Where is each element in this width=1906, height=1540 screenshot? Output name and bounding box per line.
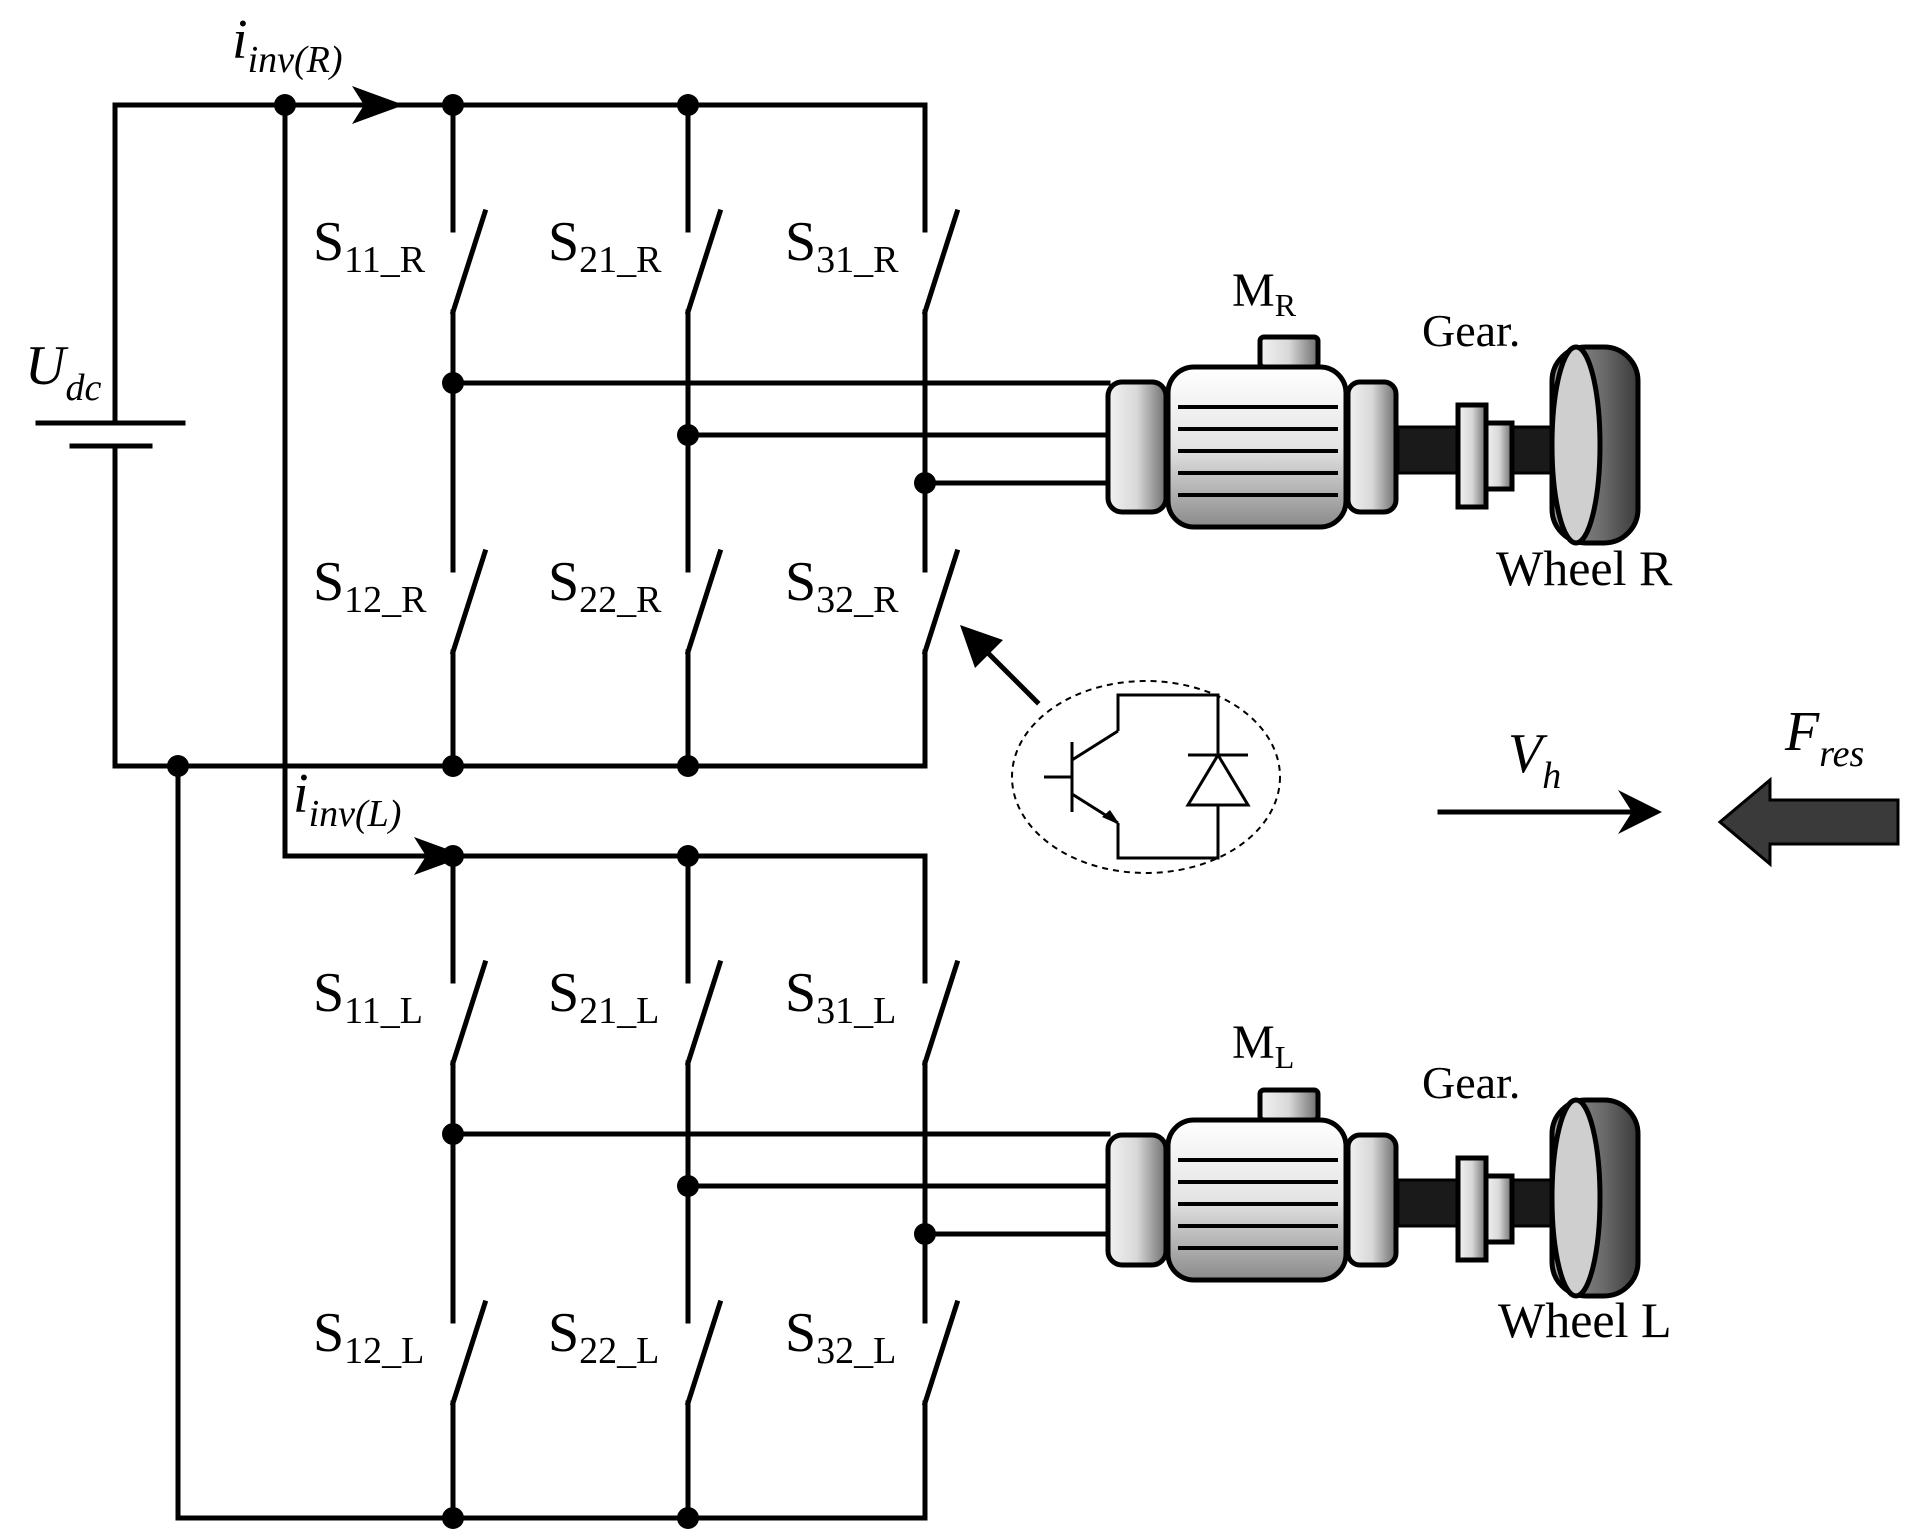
junction-dot (442, 372, 464, 394)
switch-blade-lower (684, 1299, 724, 1407)
wheel-left-label: Wheel L (1498, 1292, 1672, 1348)
motor-left-label: ML (1232, 1016, 1294, 1075)
switch-label: S11_R (313, 211, 426, 281)
switch-label: S32_R (785, 551, 899, 621)
dc-voltage-label: Udc (25, 335, 101, 409)
motor-right-label: MR (1232, 264, 1297, 323)
junction-dot (442, 1507, 464, 1529)
current-left-label: iinv(L) (293, 763, 401, 835)
junction-dot (677, 1507, 699, 1529)
speed-label: Vh (1508, 723, 1561, 797)
switch-label: S12_R (313, 551, 427, 621)
junction-dot (442, 755, 464, 777)
junction-dot (914, 472, 936, 494)
switch-label: S22_L (548, 1302, 659, 1372)
switch-blade-upper (449, 208, 489, 316)
current-arrow-left (282, 837, 466, 875)
switch-label: S22_R (548, 551, 662, 621)
switch-label: S31_L (785, 962, 896, 1032)
switch-blade-upper (449, 959, 489, 1067)
dc-source (35, 94, 928, 1521)
switch-blade-lower (449, 1299, 489, 1407)
switch-blade-lower (684, 548, 724, 656)
junction-dot (677, 755, 699, 777)
resistance-force-arrow (1717, 776, 1900, 868)
switch-label: S12_L (313, 1302, 424, 1372)
switch-blade-lower (449, 548, 489, 656)
switch-blade-upper (921, 959, 961, 1067)
inverter-right: S11_R S12_R S21_R S22_R S31_R S32_R (313, 94, 1111, 777)
junction-dot (677, 424, 699, 446)
switch-label: S32_L (785, 1302, 896, 1372)
switch-blade-lower (921, 1299, 961, 1407)
inverter-left: S11_L S12_L S21_L S22_L S31_L S32_L (313, 845, 1111, 1529)
junction-dot (167, 755, 189, 777)
switch-blade-upper (921, 208, 961, 316)
motor-assembly-right (1108, 337, 1638, 543)
junction-dot (914, 1223, 936, 1245)
resistance-force-label: Fres (1784, 701, 1864, 775)
switch-blade-upper (684, 208, 724, 316)
igbt-pointer-arrow (960, 625, 1041, 706)
junction-dot (442, 1123, 464, 1145)
motor-assembly-left (1108, 1090, 1638, 1296)
current-arrow-right (257, 86, 404, 124)
current-right-label: iinv(R) (232, 9, 343, 81)
switch-label: S21_R (548, 211, 662, 281)
junction-dot (677, 1175, 699, 1197)
switch-label: S21_L (548, 962, 659, 1032)
switch-label: S31_R (785, 211, 899, 281)
speed-arrow (1437, 790, 1662, 834)
wheel-right-label: Wheel R (1496, 540, 1673, 596)
switch-blade-upper (684, 959, 724, 1067)
gear-right-label: Gear. (1422, 305, 1520, 356)
igbt-with-diode-icon (1011, 680, 1281, 874)
switch-label: S11_L (313, 962, 423, 1032)
switch-blade-lower (921, 548, 961, 656)
force-arrow-shape (1717, 776, 1900, 868)
gear-left-label: Gear. (1422, 1057, 1520, 1108)
